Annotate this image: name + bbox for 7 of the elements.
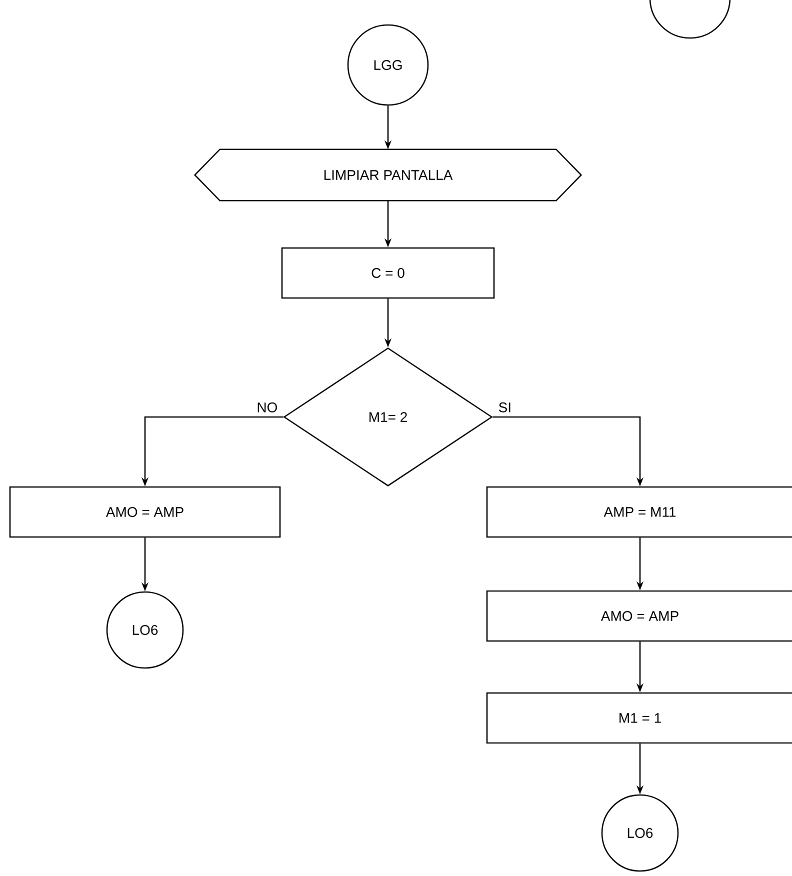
process-box: AMO = AMP [9,486,281,538]
process-box: C = 0 [281,247,495,299]
process-box: M1 = 1 [486,692,792,744]
edge-label: NO [256,401,279,414]
edge-label: SI [497,401,513,414]
process-box: AMO = AMP [486,590,792,642]
process-box: AMP = M11 [486,486,792,538]
